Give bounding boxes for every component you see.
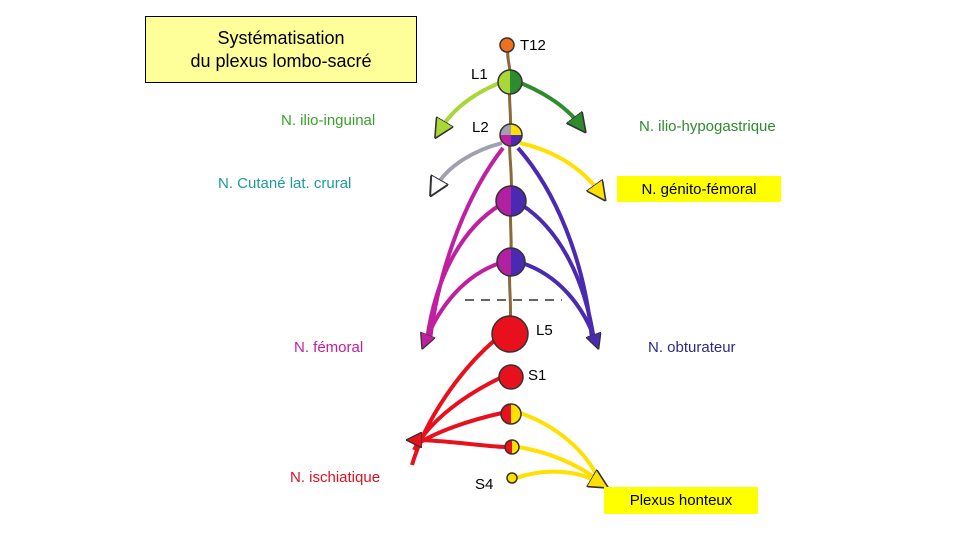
title-box: Systématisation du plexus lombo-sacré: [145, 16, 417, 83]
l1-node: [497, 69, 523, 95]
segment-label-l1: L1: [471, 66, 488, 83]
label-plexus-honteux-text: Plexus honteux: [629, 492, 733, 509]
s2-node: [500, 403, 522, 425]
femoral-branch-l3: [425, 203, 502, 341]
label-genito-femoral: N. génito-fémoral: [617, 176, 781, 202]
l4-node: [496, 247, 526, 277]
femoral-branch-l4: [425, 261, 501, 342]
segment-label-t12: T12: [520, 37, 546, 54]
label-plexus-honteux: Plexus honteux: [604, 487, 758, 514]
sciatic-branch-s3: [414, 440, 506, 449]
l2-node: [499, 123, 523, 147]
title-line-2: du plexus lombo-sacré: [190, 50, 372, 71]
femoral-branch-l2: [428, 146, 505, 341]
label-ischiatique: N. ischiatique: [290, 469, 381, 486]
ilio-hypogastric-branch: [512, 78, 580, 125]
label-genito-femoral-text: N. génito-fémoral: [641, 180, 757, 198]
l5-node: [491, 315, 529, 353]
pudendal-branch-s4: [515, 472, 600, 483]
label-femoral: N. fémoral: [294, 339, 364, 356]
segment-label-l5: L5: [536, 322, 553, 339]
obturator-branch-l3: [520, 203, 596, 341]
pudendal-branch-s2: [519, 411, 600, 479]
l3-node: [495, 185, 527, 217]
segment-label-l2: L2: [472, 119, 489, 136]
label-cutane-lat-crural: N. Cutané lat. crural: [218, 175, 352, 192]
s4-node: [506, 472, 518, 484]
t12-node: [499, 37, 515, 53]
segment-label-s4: S4: [475, 476, 494, 493]
s1-node: [498, 364, 524, 390]
sciatic-branch-l5: [410, 338, 497, 466]
label-ilio-hypogastrique: N. ilio-hypogastrique: [639, 118, 776, 135]
s3-node: [504, 439, 520, 455]
lateral-cutaneous-branch: [435, 141, 503, 188]
genitofemoral-branch: [519, 141, 600, 193]
segment-label-s1: S1: [528, 367, 547, 384]
label-obturateur: N. obturateur: [648, 339, 736, 356]
label-ilio-inguinal: N. ilio-inguinal: [281, 112, 376, 129]
title-line-1: Systématisation: [217, 27, 345, 48]
obturator-branch-l4: [521, 261, 596, 342]
